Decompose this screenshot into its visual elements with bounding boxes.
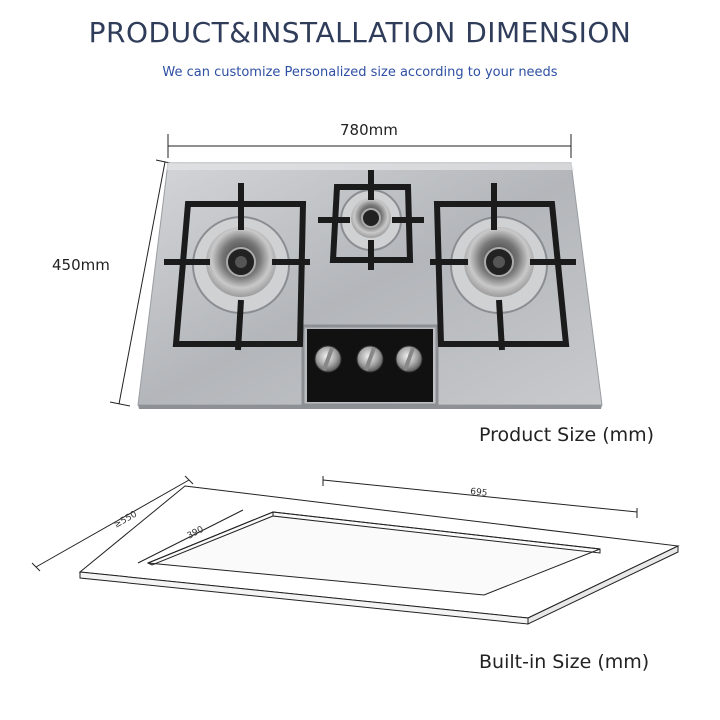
page-subtitle: We can customize Personalized size accor…	[162, 65, 558, 80]
product-size-caption: Product Size (mm)	[479, 424, 655, 446]
burner-left	[192, 216, 290, 314]
burner-right	[450, 216, 548, 314]
knob[interactable]	[395, 345, 423, 373]
cutout-opening	[147, 511, 601, 596]
depth-inner-dimension-label: 390	[186, 525, 206, 542]
grate-right	[430, 183, 576, 351]
knob[interactable]	[314, 345, 342, 373]
page-title: PRODUCT&INSTALLATION DIMENSION	[88, 16, 632, 49]
grate-center	[318, 170, 424, 270]
width-label: 780mm	[340, 121, 398, 139]
knob[interactable]	[356, 345, 384, 373]
height-label: 450mm	[52, 256, 110, 274]
depth-inner-dimension-line	[137, 509, 244, 564]
length-dimension-line	[322, 479, 638, 513]
builtin-size-caption: Built-in Size (mm)	[479, 651, 650, 673]
grate-left	[164, 183, 310, 351]
depth-outer-dimension-line	[35, 479, 190, 568]
length-dimension-label: 695	[470, 487, 488, 499]
width-dimension-line	[167, 134, 572, 158]
